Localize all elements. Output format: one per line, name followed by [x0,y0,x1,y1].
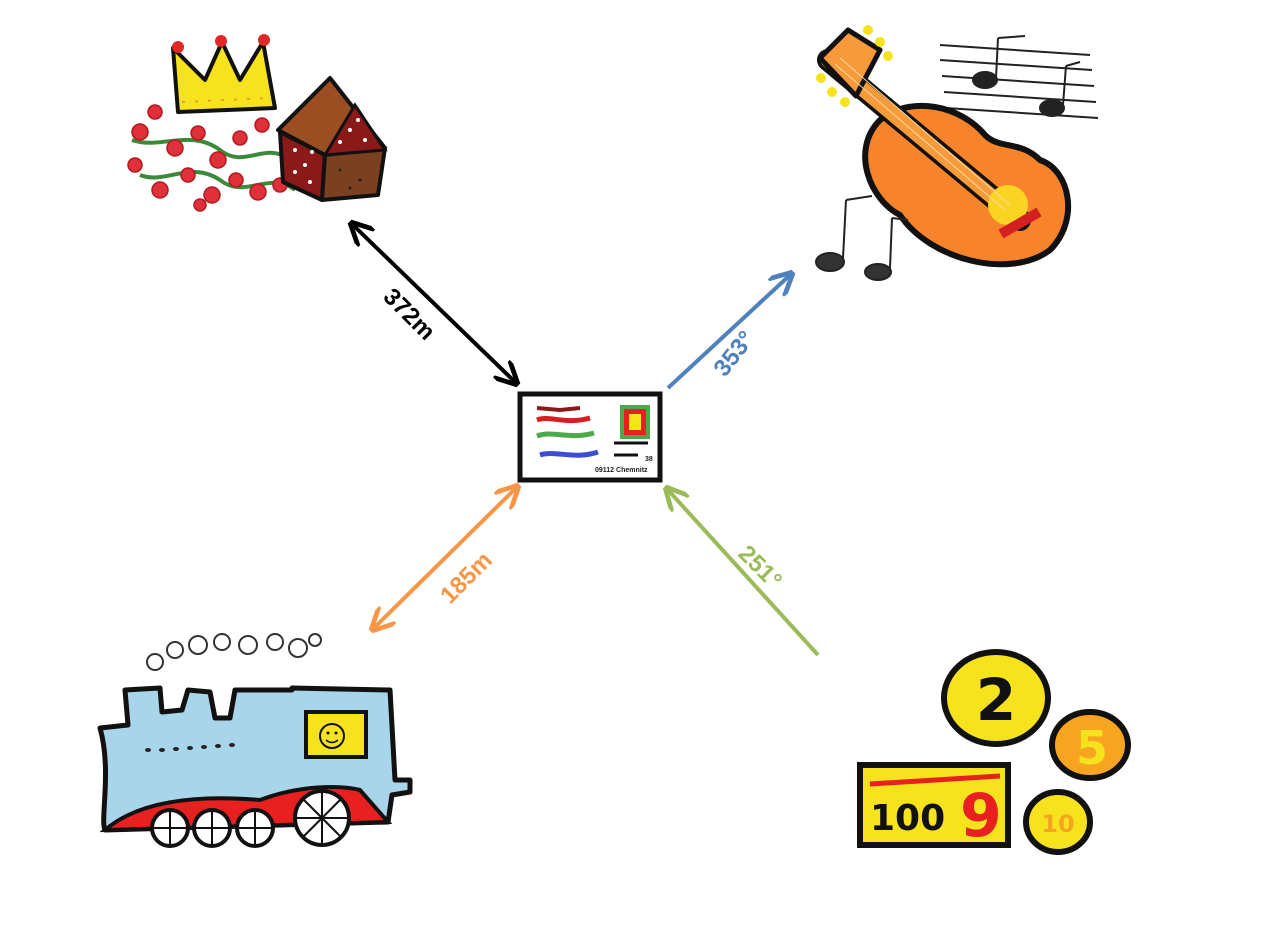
banknote-digit: 9 [960,781,1002,851]
label-castle: 372m [378,283,441,346]
banknote-value: 100 [870,798,945,839]
coin-ten-value: 10 [1041,810,1074,838]
coin-ten-icon: 10 [1023,789,1093,855]
money-drawing: 2 5 10 100 9 [857,649,1131,855]
train-drawing [97,633,413,848]
crown-icon [171,34,277,114]
banknote-icon: 100 9 [857,762,1011,851]
castle-drawing [127,34,388,212]
postcard-number: 38 [645,456,653,463]
music-notes-icon [815,195,909,281]
coin-two-icon: 2 [941,649,1051,747]
smoke-icon [146,633,322,671]
arrow-castle [353,225,515,382]
house-icon [276,76,388,202]
coin-five-value: 5 [1076,721,1108,775]
arrow-train [374,488,516,628]
music-staff-icon [939,35,1099,119]
postcard-address: 09112 Chemnitz [595,467,648,474]
postcard-icon: 38 09112 Chemnitz [517,391,663,483]
coin-two-value: 2 [976,666,1016,734]
guitar-icon [816,25,1072,268]
roses-icon [127,104,297,212]
guitar-drawing [815,25,1099,281]
coin-five-icon: 5 [1049,709,1131,781]
train-icon [97,685,413,848]
arrow-guitar [666,275,790,390]
arrow-money [668,490,820,657]
label-guitar: 353° [708,326,760,382]
label-money: 251° [733,540,787,594]
